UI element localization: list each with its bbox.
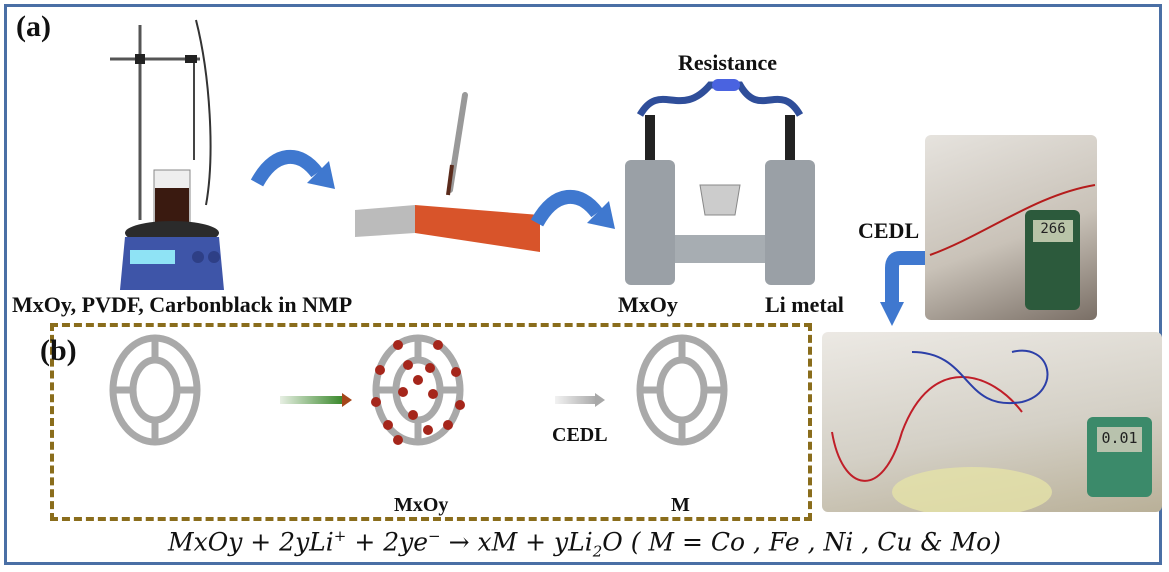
eq-metal-note: ( M = Co , Fe , Ni , Cu & Mo) [622,527,1001,557]
figure-frame [4,4,1162,565]
cedl-arrow-label: CEDL [552,424,608,446]
stirrer-hotplate-illustration [110,19,224,290]
lab-photo-1: 266 [925,135,1097,320]
curved-arrow-icon [250,150,335,189]
h-cell-illustration [625,79,815,285]
panel-b-box [50,323,812,521]
cell-right-label: Li metal [765,292,844,317]
eq-e-charge: − [428,527,441,545]
step-1-caption: MxOy, PVDF, Carbonblack in NMP [12,292,353,317]
down-arrow-icon [880,251,925,326]
resistance-label: Resistance [678,50,777,75]
cell-left-label: MxOy [618,292,678,317]
eq-rhs-tail: O [602,527,623,557]
curved-arrow-icon [530,190,615,229]
gray-arrow-icon [555,393,605,407]
mxoy-structure-label: MxOy [394,494,449,516]
eq-li-charge: + [333,527,347,545]
eq-arrow: → [440,527,478,557]
panel-b-label: (b) [40,334,77,367]
lab-photo-2: 0.01 [822,332,1162,512]
electrode-strip-illustration [355,92,540,252]
cedl-label: CEDL [858,218,920,243]
metal-cage-structure-icon [636,334,728,446]
meter-reading-2: 0.01 [1101,429,1138,447]
meter-reading-1: 266 [1040,221,1066,237]
eq-lhs: MxOy + 2yLi [168,527,334,557]
green-arrow-icon [280,393,352,407]
cage-structure-icon [109,334,201,446]
eq-subscript: 2 [592,542,603,561]
panel-a-label: (a) [16,10,51,43]
oxide-cage-structure-icon [371,334,465,446]
eq-electrons: + 2ye [346,527,429,557]
metal-structure-label: M [671,494,690,516]
reaction-equation: MxOy + 2yLi+ + 2ye− → xM + yLi2O ( M = C… [0,527,1169,560]
eq-rhs: xM + yLi [477,527,593,557]
